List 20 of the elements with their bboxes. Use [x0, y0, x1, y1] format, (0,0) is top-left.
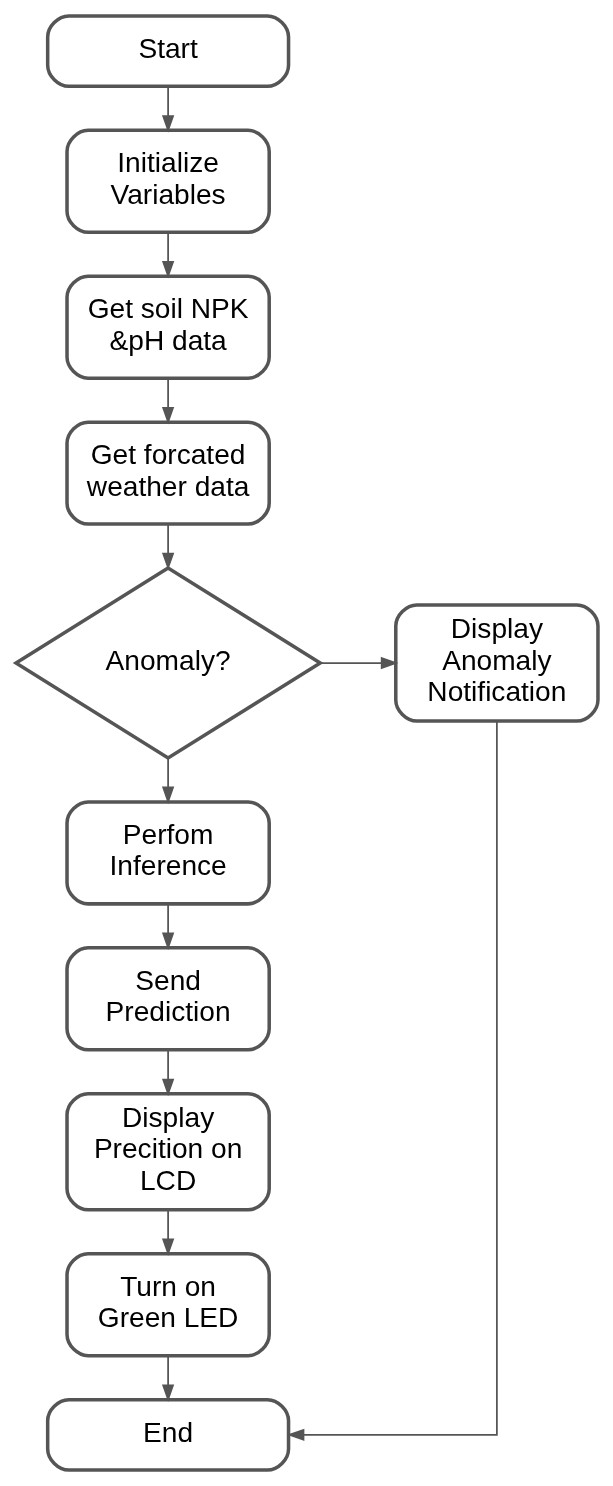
arrow — [161, 757, 174, 805]
node-box: Get soil NPK &pH data — [64, 274, 271, 380]
node-box: Get forcated weather data — [64, 420, 271, 526]
arrow — [161, 1209, 174, 1257]
arrow — [161, 1355, 174, 1403]
arrow — [161, 903, 174, 951]
node-diamond: Anomaly? — [12, 566, 323, 760]
node-box: Perfom Inference — [64, 800, 271, 906]
node-box: Send Prediction — [64, 946, 271, 1052]
arrow — [161, 1049, 174, 1097]
arrow — [161, 85, 174, 133]
arrow — [161, 377, 174, 425]
node-box: Display Anomaly Notification — [393, 603, 600, 723]
node-box: Initialize Variables — [64, 128, 271, 235]
arrow — [161, 231, 174, 279]
arrow — [319, 656, 398, 670]
node-box: Turn on Green LED — [64, 1251, 271, 1358]
node-box: Display Precition on LCD — [64, 1092, 271, 1212]
node-box: Start — [45, 14, 290, 89]
node-box: End — [45, 1397, 290, 1472]
